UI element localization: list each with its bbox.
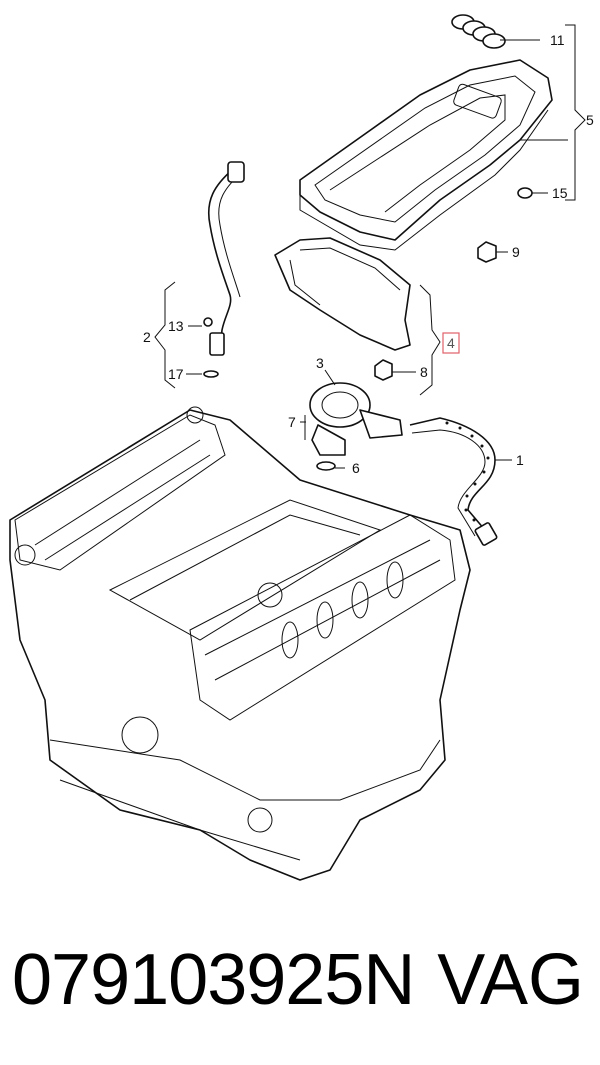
callout-4-highlight [442,332,460,354]
exploded-parts-diagram: 11 5 15 9 4 8 3 7 6 1 2 13 17 [9,14,594,881]
callout-2: 2 [143,329,151,345]
callout-13: 13 [168,318,184,334]
clip-8 [374,359,393,381]
callout-3: 3 [316,355,324,371]
brand-label: VAG [437,940,584,1020]
footer-caption: 079103925N VAG [0,925,600,1035]
grommet-15 [517,187,533,199]
clip-9 [477,241,497,263]
crankcase-vent-hose [409,417,498,546]
engine-block [9,406,471,881]
callout-11: 11 [550,32,565,48]
callout-labels: 11 5 15 9 4 8 3 7 6 1 2 13 17 [143,32,594,476]
lower-cover [274,237,411,351]
callout-7: 7 [288,414,296,430]
callout-4: 4 [447,335,455,351]
vent-hose [203,161,245,378]
callout-17: 17 [168,366,184,382]
oil-separator [304,382,403,471]
engine-cover [299,59,553,251]
callout-5: 5 [586,112,594,128]
callout-1: 1 [516,452,524,468]
callout-6: 6 [352,460,360,476]
callout-9: 9 [512,244,520,260]
leader-lines [154,24,586,469]
rings-logo [451,14,506,49]
part-number: 079103925N [12,940,415,1020]
callout-15: 15 [552,185,568,201]
callout-8: 8 [420,364,428,380]
